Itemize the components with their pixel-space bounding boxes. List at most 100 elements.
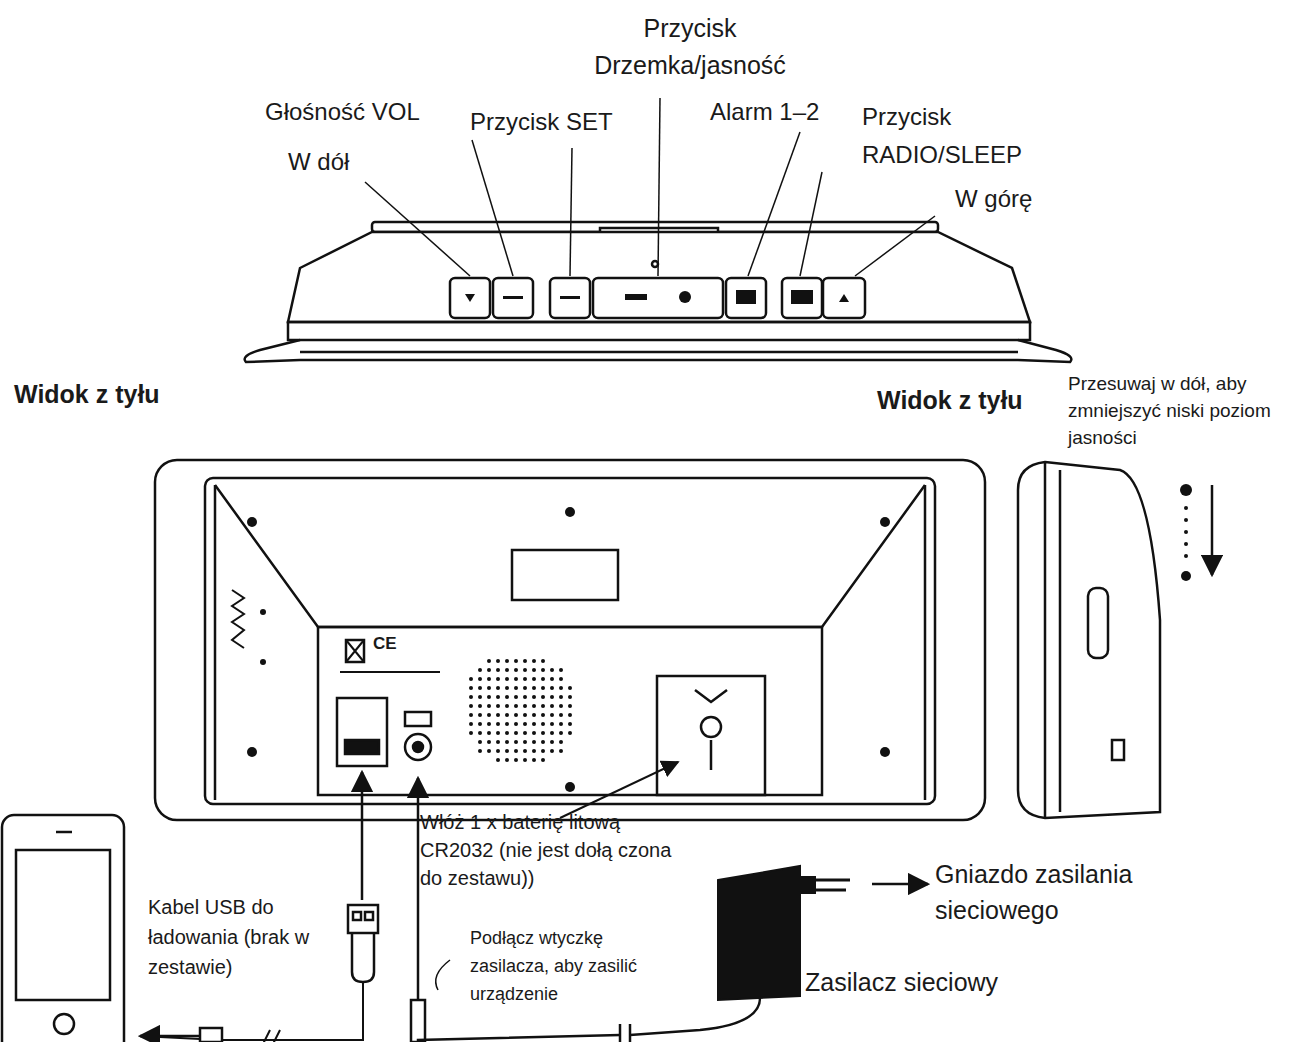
speaker-grille-part	[505, 659, 509, 663]
slider-indicator-part	[1184, 530, 1188, 534]
speaker-grille-part	[550, 704, 554, 708]
button-glyphs	[465, 290, 849, 304]
button-glyphs-part	[625, 294, 647, 300]
power-adapter-part	[816, 889, 846, 892]
back-view-body-part	[346, 640, 364, 662]
power-note: Podłącz wtyczkę zasilacza, aby zasilić u…	[470, 924, 645, 1008]
speaker-grille-part	[514, 668, 518, 672]
cables-part	[200, 1028, 222, 1042]
speaker-grille-part	[496, 704, 500, 708]
power-adapter-part	[816, 879, 850, 882]
speaker-grille-part	[496, 722, 500, 726]
slider-indicator-part	[1181, 571, 1191, 581]
speaker-grille-part	[478, 749, 482, 753]
top-buttons-part	[782, 278, 822, 318]
speaker-grille-part	[523, 722, 527, 726]
back-view-body-part	[155, 460, 985, 820]
speaker-grille-part	[514, 740, 518, 744]
cables-part	[352, 933, 374, 982]
speaker-grille-part	[541, 740, 545, 744]
speaker-grille-part	[514, 722, 518, 726]
speaker-grille-part	[496, 758, 500, 762]
phone-part	[2, 815, 124, 1042]
speaker-grille-part	[568, 704, 572, 708]
back-view-body-part	[215, 485, 925, 627]
speaker-grille-part	[550, 713, 554, 717]
top-buttons-part	[493, 278, 533, 318]
speaker-grille	[469, 659, 572, 762]
cables-part	[140, 1035, 200, 1038]
cables	[140, 762, 760, 1042]
speaker-grille-part	[532, 659, 536, 663]
slider-indicator-part	[1184, 542, 1188, 546]
speaker-grille-part	[523, 677, 527, 681]
slider-indicator-part	[1180, 484, 1192, 496]
screws-part	[247, 517, 257, 527]
speaker-grille-part	[487, 686, 491, 690]
speaker-grille-part	[541, 695, 545, 699]
speaker-grille-part	[514, 704, 518, 708]
leader-lines	[365, 98, 935, 276]
speaker-grille-part	[505, 686, 509, 690]
leader-lines-part	[365, 182, 470, 276]
speaker-grille-part	[505, 731, 509, 735]
speaker-grille-part	[532, 731, 536, 735]
side-view-body-part	[1018, 462, 1160, 818]
speaker-grille-part	[532, 668, 536, 672]
speaker-grille-part	[532, 695, 536, 699]
top-view-body-part	[288, 322, 1030, 340]
top-buttons	[450, 278, 865, 318]
cables-part	[411, 1000, 425, 1042]
speaker-grille-part	[487, 713, 491, 717]
side-view-body-part	[1044, 462, 1047, 818]
speaker-grille-part	[541, 659, 545, 663]
top-buttons-part	[593, 278, 723, 318]
back-view-body-part	[346, 640, 364, 662]
speaker-grille-part	[514, 677, 518, 681]
speaker-grille-part	[559, 668, 563, 672]
back-view-body-part	[924, 485, 927, 800]
cables-part	[436, 960, 450, 990]
speaker-grille-part	[487, 722, 491, 726]
speaker-grille-part	[505, 722, 509, 726]
cables-part	[630, 998, 760, 1035]
screws-part	[565, 782, 575, 792]
speaker-grille-part	[541, 686, 545, 690]
button-label: W górę	[955, 183, 1095, 215]
back-view-body-part	[657, 676, 765, 795]
speaker-grille-part	[487, 695, 491, 699]
speaker-grille-part	[469, 713, 473, 717]
speaker-grille-part	[541, 722, 545, 726]
phone-part	[56, 831, 72, 834]
button-glyphs-part	[791, 290, 813, 304]
back-view-body-part	[205, 478, 935, 804]
speaker-grille-part	[469, 722, 473, 726]
top-view-body-part	[652, 261, 658, 267]
speaker-grille-part	[496, 659, 500, 663]
speaker-grille-part	[541, 704, 545, 708]
speaker-grille-part	[514, 713, 518, 717]
button-glyphs-part	[736, 290, 756, 304]
slider-indicator-part	[1184, 518, 1188, 522]
speaker-grille-part	[568, 686, 572, 690]
speaker-grille-part	[550, 749, 554, 753]
back-view-body-part	[232, 590, 244, 648]
screws-part	[260, 609, 266, 615]
button-glyphs-part	[839, 294, 849, 302]
back-view-body-part	[318, 627, 822, 795]
speaker-grille-part	[523, 659, 527, 663]
slide-arrow	[1211, 485, 1214, 575]
speaker-grille-part	[550, 686, 554, 690]
speaker-grille-part	[559, 749, 563, 753]
top-buttons-part	[823, 278, 865, 318]
speaker-grille-part	[487, 731, 491, 735]
speaker-grille-part	[523, 749, 527, 753]
cables-part	[365, 912, 373, 920]
speaker-grille-part	[523, 758, 527, 762]
top-view-body-part	[300, 351, 1018, 354]
speaker-grille-part	[487, 668, 491, 672]
button-label: Przycisk RADIO/SLEEP	[862, 98, 1042, 174]
speaker-grille-part	[532, 713, 536, 717]
speaker-grille-part	[487, 704, 491, 708]
